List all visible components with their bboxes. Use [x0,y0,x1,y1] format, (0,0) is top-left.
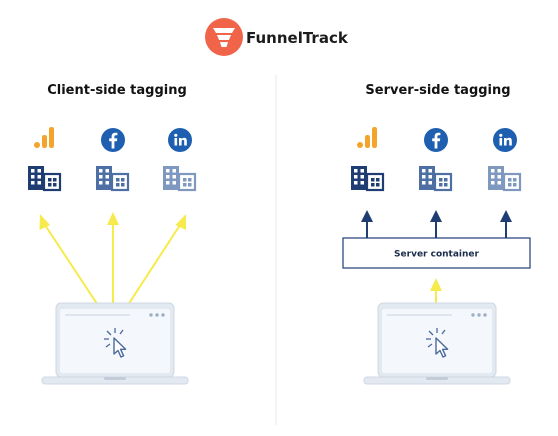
funneltrack-logo: FunnelTrack [205,18,349,56]
analytics-building-icon [349,164,385,192]
analytics-icon [34,127,54,148]
linkedin-icon [168,128,192,152]
linkedin-building-icon [486,164,522,192]
client-side-heading: Client-side tagging [47,83,187,98]
linkedin-icon [493,128,517,152]
server-services [349,127,522,192]
server-container-label: Server container [394,250,479,260]
facebook-icon [101,128,125,152]
analytics-building-icon [26,164,62,192]
client-laptop [41,302,189,385]
brand-name: FunnelTrack [246,29,349,47]
server-container-box: Server container [342,237,531,269]
server-arrows [361,210,512,238]
client-services [26,127,197,192]
facebook-icon [424,128,448,152]
server-side-heading: Server-side tagging [365,83,510,98]
linkedin-building-icon [161,164,197,192]
analytics-icon [357,127,377,148]
facebook-building-icon [417,164,453,192]
server-laptop [363,302,511,385]
facebook-building-icon [94,164,130,192]
